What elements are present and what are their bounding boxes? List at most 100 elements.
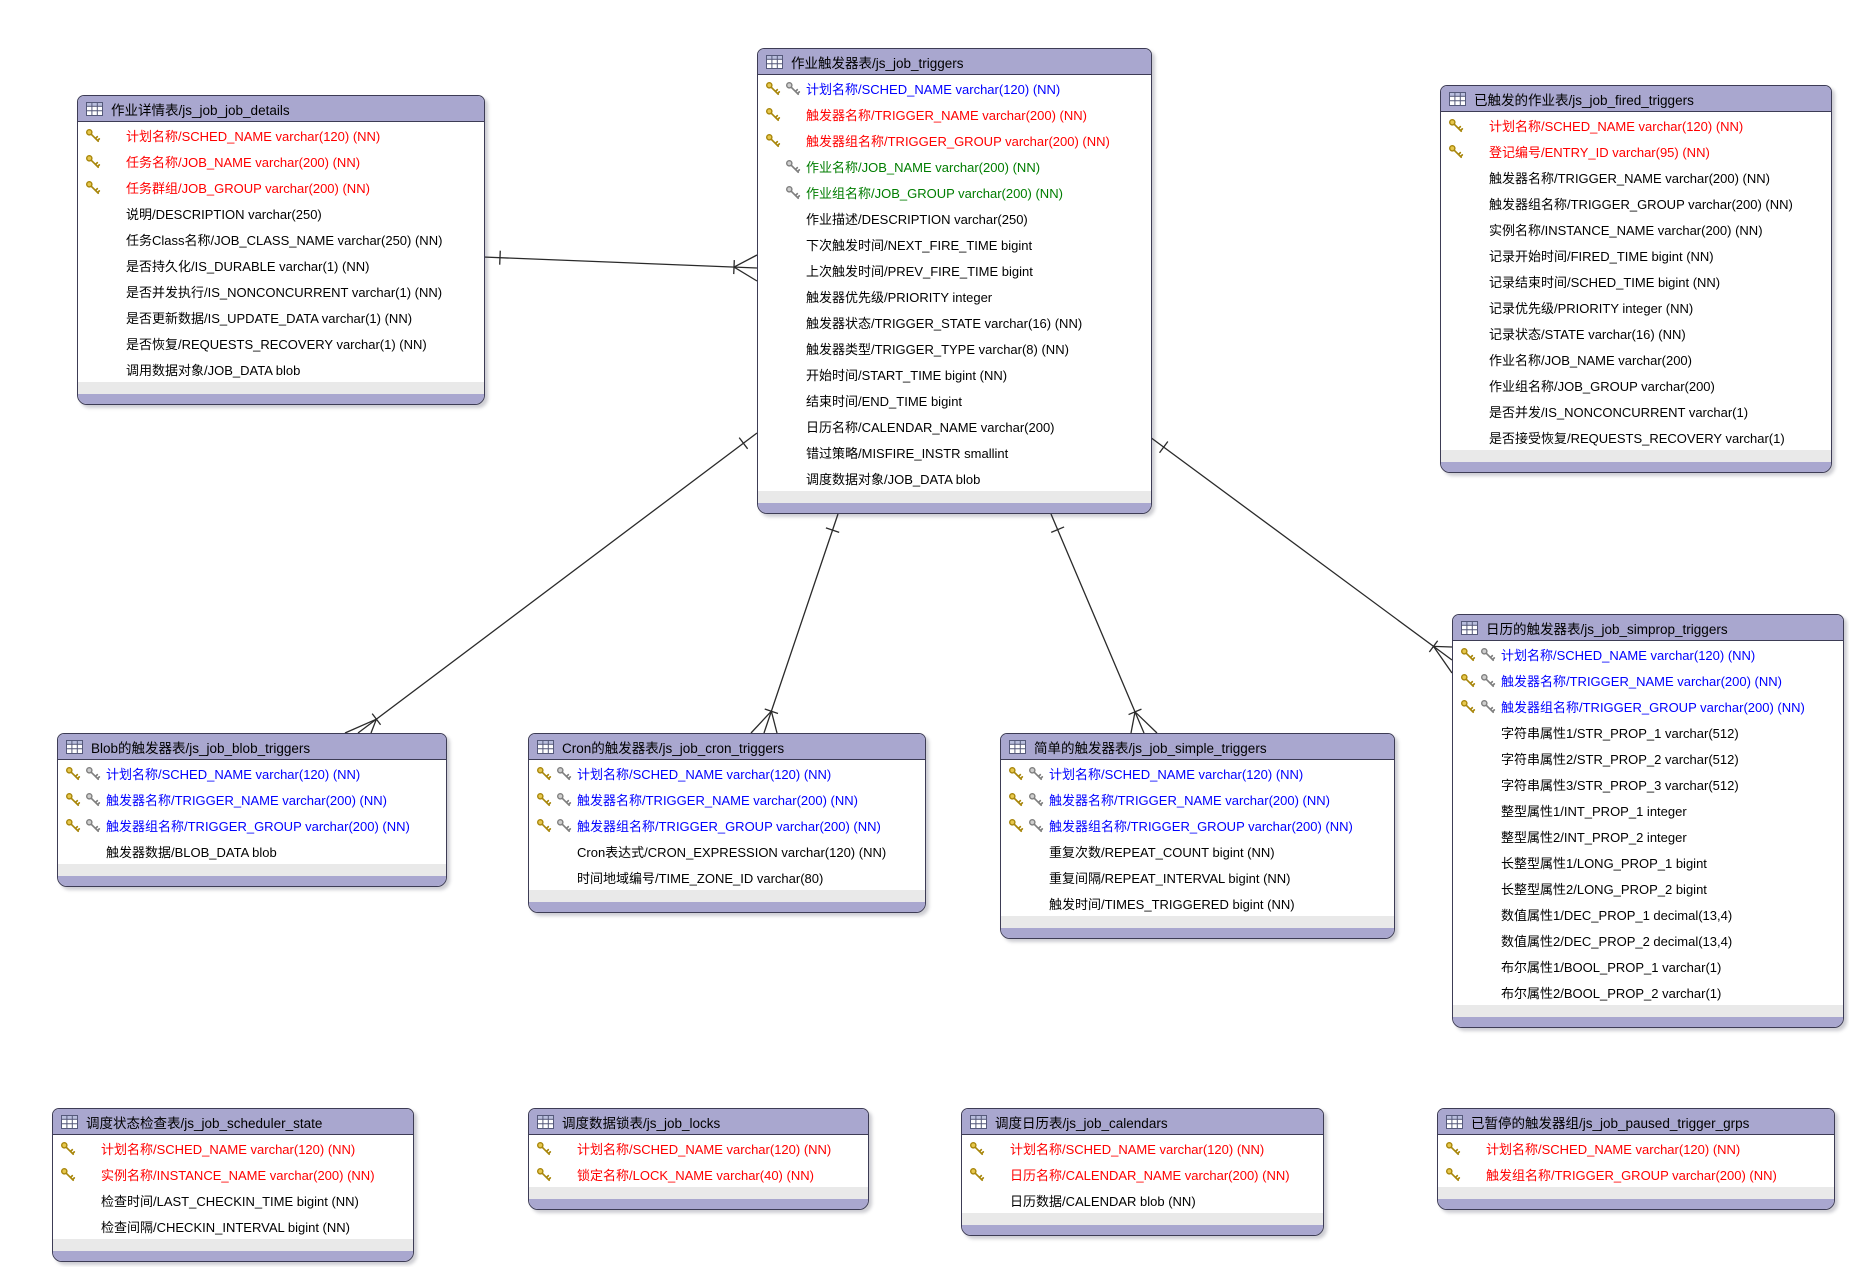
field-label: 调用数据对象/JOB_DATA blob [126,362,301,378]
field-label: 计划名称/SCHED_NAME varchar(120) (NN) [577,1141,832,1157]
table-field-row: 字符串属性1/STR_PROP_1 varchar(512) [1453,719,1843,745]
field-label: 整型属性1/INT_PROP_1 integer [1501,803,1687,819]
table-field-row: 任务Class名称/JOB_CLASS_NAME varchar(250) (N… [78,226,484,252]
table-js_job_triggers[interactable]: 作业触发器表/js_job_triggers 计划名称/SCHED_NAME va… [757,48,1152,514]
table-js_job_locks[interactable]: 调度数据锁表/js_job_locks 计划名称/SCHED_NAME varch… [528,1108,869,1210]
foreign-key-icon [556,792,572,808]
field-label: 重复间隔/REPEAT_INTERVAL bigint (NN) [1049,870,1291,886]
primary-key-icon [1445,1167,1461,1183]
table-footer-strip [58,864,446,876]
field-label: 字符串属性3/STR_PROP_3 varchar(512) [1501,777,1739,793]
table-field-row: 计划名称/SCHED_NAME varchar(120) (NN) [529,1135,868,1161]
field-label: 计划名称/SCHED_NAME varchar(120) (NN) [1486,1141,1741,1157]
table-header[interactable]: Cron的触发器表/js_job_cron_triggers [529,734,925,760]
foreign-key-icon [85,792,101,808]
primary-key-icon [765,133,781,149]
table-header[interactable]: Blob的触发器表/js_job_blob_triggers [58,734,446,760]
table-footer-bar [529,902,925,912]
table-header[interactable]: 作业详情表/js_job_job_details [78,96,484,122]
table-field-row: 触发器优先级/PRIORITY integer [758,283,1151,309]
relation-foot-triggers-to-blob-triggers [344,718,377,734]
field-label: 作业名称/JOB_NAME varchar(200) (NN) [806,159,1041,175]
table-field-row: 下次触发时间/NEXT_FIRE_TIME bigint [758,231,1151,257]
field-label: 长整型属性1/LONG_PROP_1 bigint [1501,855,1707,871]
table-header[interactable]: 简单的触发器表/js_job_simple_triggers [1001,734,1394,760]
field-label: 触发器名称/TRIGGER_NAME varchar(200) (NN) [1501,673,1782,689]
table-field-row: 锁定名称/LOCK_NAME varchar(40) (NN) [529,1161,868,1187]
table-field-row: 实例名称/INSTANCE_NAME varchar(200) (NN) [53,1161,413,1187]
table-js_job_simprop_triggers[interactable]: 日历的触发器表/js_job_simprop_triggers 计划名称/SCHE… [1452,614,1844,1028]
table-title: 已暂停的触发器组/js_job_paused_trigger_grps [1471,1115,1750,1131]
table-field-row: 是否并发执行/IS_NONCONCURRENT varchar(1) (NN) [78,278,484,304]
field-label: 任务名称/JOB_NAME varchar(200) (NN) [126,154,361,170]
field-label: 布尔属性2/BOOL_PROP_2 varchar(1) [1501,985,1722,1001]
relation-line-triggers-to-cron-triggers [763,513,839,734]
field-label: 触发器优先级/PRIORITY integer [806,289,993,305]
table-footer-bar [1438,1199,1834,1209]
field-label: 触发器名称/TRIGGER_NAME varchar(200) (NN) [1049,792,1330,808]
field-label: 是否持久化/IS_DURABLE varchar(1) (NN) [126,258,370,274]
table-field-row: 记录状态/STATE varchar(16) (NN) [1441,320,1831,346]
primary-key-icon [85,180,101,196]
relation-foot-triggers-to-simprop-triggers [1432,645,1453,674]
primary-key-icon [1460,647,1476,663]
primary-key-icon [1460,699,1476,715]
table-header[interactable]: 调度状态检查表/js_job_scheduler_state [53,1109,413,1135]
relation-foot-job-details-to-triggers [733,254,758,268]
field-label: 结束时间/END_TIME bigint [806,393,963,409]
primary-key-icon [1008,792,1024,808]
relation-one-tick-triggers-to-simple-triggers [1050,526,1065,533]
foreign-key-icon [1480,647,1496,663]
table-header[interactable]: 已触发的作业表/js_job_fired_triggers [1441,86,1831,112]
field-label: 错过策略/MISFIRE_INSTR smallint [806,445,1009,461]
table-title: 作业触发器表/js_job_triggers [791,55,964,71]
field-label: 计划名称/SCHED_NAME varchar(120) (NN) [1501,647,1756,663]
table-header[interactable]: 作业触发器表/js_job_triggers [758,49,1151,75]
field-label: 计划名称/SCHED_NAME varchar(120) (NN) [106,766,361,782]
table-field-row: 长整型属性1/LONG_PROP_1 bigint [1453,849,1843,875]
field-label: 作业描述/DESCRIPTION varchar(250) [806,211,1028,227]
primary-key-icon [1008,766,1024,782]
primary-key-icon [60,1167,76,1183]
table-field-row: 触发器类型/TRIGGER_TYPE varchar(8) (NN) [758,335,1151,361]
table-grid-icon [1449,91,1466,106]
foreign-key-icon [785,159,801,175]
foreign-key-icon [1028,792,1044,808]
table-field-row: 整型属性1/INT_PROP_1 integer [1453,797,1843,823]
field-label: 数值属性1/DEC_PROP_1 decimal(13,4) [1501,907,1733,923]
table-footer-strip [1001,916,1394,928]
primary-key-icon [65,792,81,808]
table-header[interactable]: 调度日历表/js_job_calendars [962,1109,1323,1135]
table-field-row: 长整型属性2/LONG_PROP_2 bigint [1453,875,1843,901]
field-label: 日历名称/CALENDAR_NAME varchar(200) [806,419,1055,435]
table-field-row: 记录优先级/PRIORITY integer (NN) [1441,294,1831,320]
table-field-row: 触发器组名称/TRIGGER_GROUP varchar(200) (NN) [758,127,1151,153]
table-js_job_paused_trigger_grps[interactable]: 已暂停的触发器组/js_job_paused_trigger_grps 计划名称/… [1437,1108,1835,1210]
table-header[interactable]: 调度数据锁表/js_job_locks [529,1109,868,1135]
table-header[interactable]: 日历的触发器表/js_job_simprop_triggers [1453,615,1843,641]
table-field-row: 说明/DESCRIPTION varchar(250) [78,200,484,226]
table-field-row: 计划名称/SCHED_NAME varchar(120) (NN) [58,760,446,786]
table-header[interactable]: 已暂停的触发器组/js_job_paused_trigger_grps [1438,1109,1834,1135]
table-footer-strip [962,1213,1323,1225]
primary-key-icon [85,154,101,170]
table-field-row: 时间地域编号/TIME_ZONE_ID varchar(80) [529,864,925,890]
table-field-row: 字符串属性2/STR_PROP_2 varchar(512) [1453,745,1843,771]
field-label: 下次触发时间/NEXT_FIRE_TIME bigint [806,237,1033,253]
field-label: 登记编号/ENTRY_ID varchar(95) (NN) [1489,144,1710,160]
field-label: 计划名称/SCHED_NAME varchar(120) (NN) [806,81,1061,97]
field-label: 长整型属性2/LONG_PROP_2 bigint [1501,881,1707,897]
primary-key-icon [969,1167,985,1183]
primary-key-icon [969,1141,985,1157]
table-field-row: 作业描述/DESCRIPTION varchar(250) [758,205,1151,231]
table-field-row: 作业名称/JOB_NAME varchar(200) (NN) [758,153,1151,179]
table-field-row: 计划名称/SCHED_NAME varchar(120) (NN) [1001,760,1394,786]
table-footer-bar [53,1251,413,1261]
table-js_job_blob_triggers[interactable]: Blob的触发器表/js_job_blob_triggers 计划名称/SCHED… [57,733,447,887]
